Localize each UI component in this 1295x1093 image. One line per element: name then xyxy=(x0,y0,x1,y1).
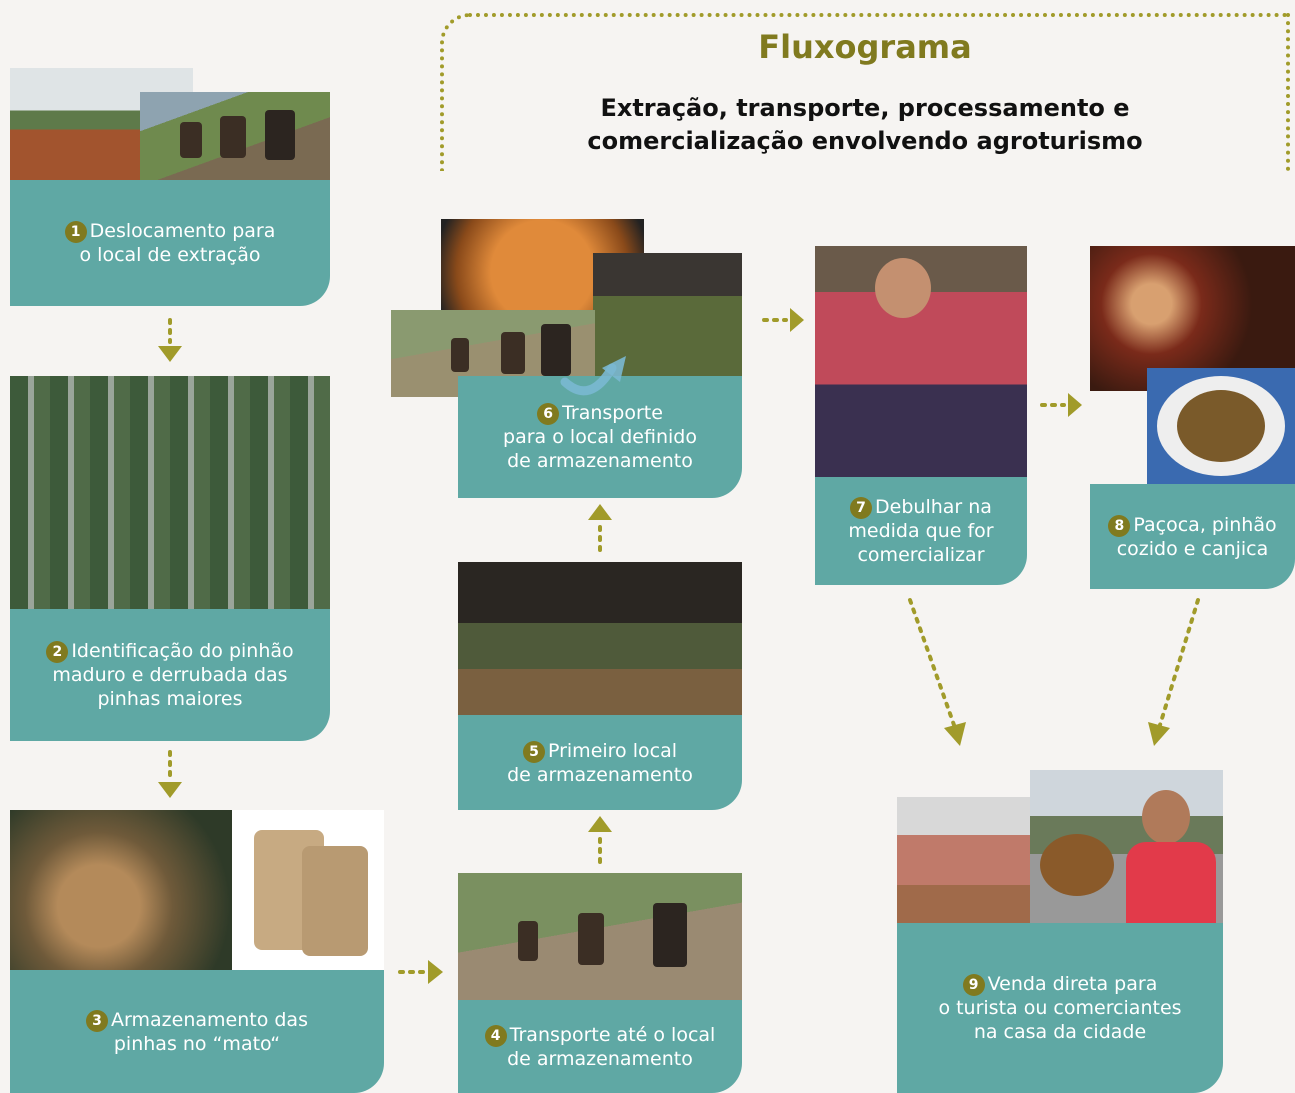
arrow-7-to-9 xyxy=(910,600,954,725)
arrowhead-3-to-4 xyxy=(428,960,443,984)
curved-transfer-arrow xyxy=(565,368,612,391)
arrowhead-2-to-3 xyxy=(158,782,182,798)
arrowhead-8-to-9 xyxy=(1148,722,1170,746)
arrowhead-7-to-9 xyxy=(944,722,966,746)
arrowhead-5-to-6 xyxy=(588,504,612,520)
arrowhead-4-to-5 xyxy=(588,816,612,832)
arrowhead-1-to-2 xyxy=(158,346,182,362)
arrowhead-7-to-8 xyxy=(1068,393,1082,417)
arrow-8-to-9 xyxy=(1160,600,1198,725)
arrowhead-6-to-7 xyxy=(790,308,804,332)
